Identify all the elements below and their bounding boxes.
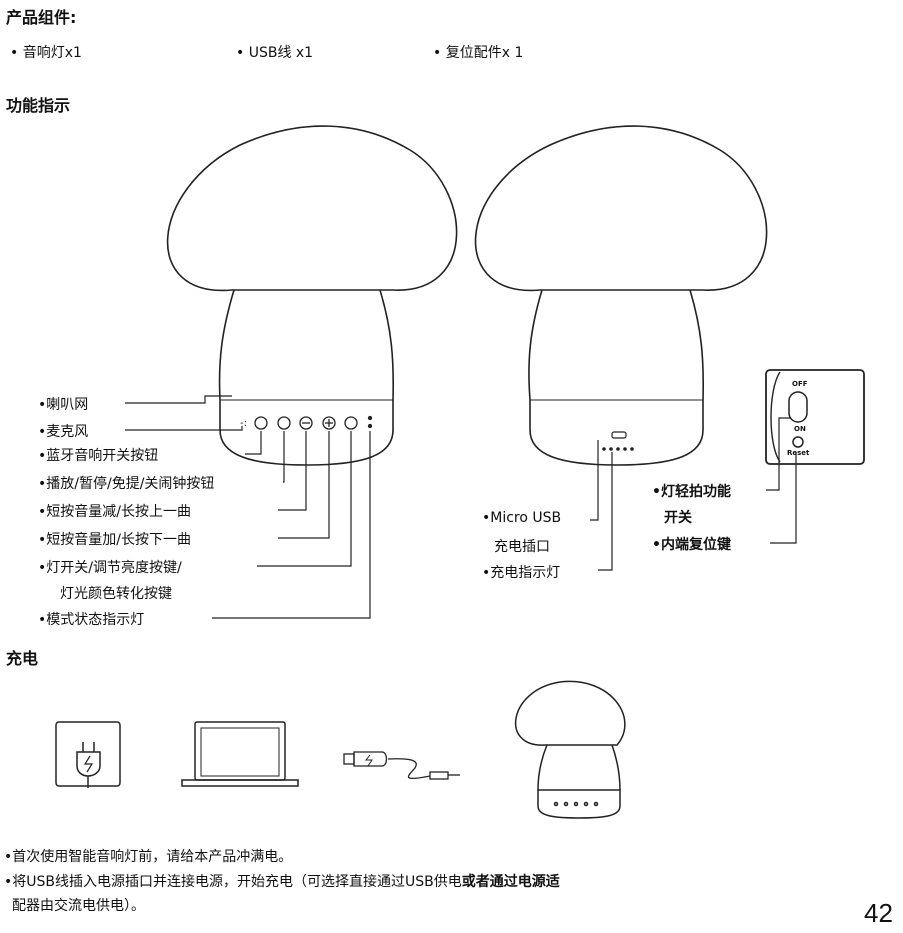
note-first-use: •首次使用智能音响灯前，请给本产品冲满电。 — [4, 849, 293, 865]
label-bluetooth-power-button: •蓝牙音响开关按钮 — [38, 448, 159, 464]
note-usb-charging: •将USB线插入电源插口并连接电源，开始充电（可选择直接通过USB供电或者通过电… — [4, 871, 560, 891]
label-microphone: •麦克风 — [38, 424, 89, 440]
switch-on-label: ON — [794, 425, 806, 433]
switch-inset — [765, 369, 865, 465]
label-charge-indicator: •充电指示灯 — [482, 565, 561, 581]
label-play-pause-button: •播放/暂停/免提/关闹钟按钮 — [38, 476, 215, 492]
page-number: 42 — [864, 898, 893, 928]
laptop-icon — [181, 721, 299, 787]
component-item-lamp: • 音响灯x1 — [10, 45, 82, 61]
back-lamp-illustration — [474, 125, 768, 466]
component-item-reset-tool: • 复位配件x 1 — [433, 45, 524, 61]
label-light-color-button: 灯光颜色转化按键 — [60, 586, 172, 602]
note-usb-charging-bold: 或者通过电源适 — [461, 874, 560, 890]
front-leader-lines — [125, 395, 371, 619]
components-heading: 产品组件: — [6, 8, 77, 27]
small-lamp-icon — [514, 680, 626, 819]
component-item-usb: • USB线 x1 — [236, 45, 314, 61]
back-leader-lines — [590, 417, 797, 571]
front-buttons: -: — [240, 415, 373, 430]
label-tap-switch-2: 开关 — [664, 510, 692, 526]
label-micro-usb: •Micro USB — [482, 510, 562, 526]
label-speaker-grille: •喇叭网 — [38, 397, 89, 413]
svg-text:-:: -: — [240, 418, 247, 429]
label-volume-up: •短按音量加/长按下一曲 — [38, 532, 191, 548]
label-tap-switch: •灯轻拍功能 — [652, 484, 731, 500]
switch-reset-label: Reset — [787, 449, 810, 457]
usb-cable-icon — [343, 751, 460, 780]
function-heading: 功能指示 — [6, 96, 71, 115]
switch-off-label: OFF — [792, 380, 808, 388]
note-adapter: 配器由交流电供电）。 — [12, 898, 145, 914]
note-usb-charging-text: •将USB线插入电源插口并连接电源，开始充电（可选择直接通过USB供电 — [4, 874, 462, 890]
charging-heading: 充电 — [6, 649, 39, 668]
label-mode-indicator: •模式状态指示灯 — [38, 612, 145, 628]
label-reset-key: •内端复位键 — [652, 537, 731, 553]
wall-charger-icon — [55, 721, 121, 788]
label-charging-port: 充电插口 — [494, 539, 550, 555]
front-lamp-illustration — [166, 125, 458, 466]
label-volume-down: •短按音量减/长按上一曲 — [38, 504, 191, 520]
label-light-button: •灯开关/调节亮度按键/ — [38, 560, 182, 576]
